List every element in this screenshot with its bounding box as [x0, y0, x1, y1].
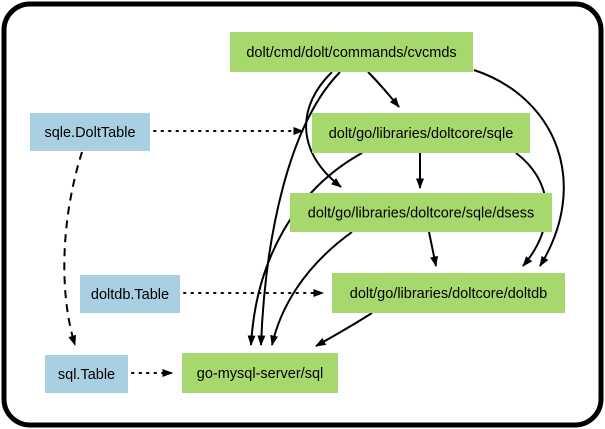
node-gms-box	[182, 353, 338, 393]
edge-dsess-doltdb	[428, 231, 439, 267]
edge-cvcmds-doltdb	[473, 69, 565, 267]
node-gms-label: go-mysql-server/sql	[197, 366, 324, 382]
node-cvcmds: dolt/cmd/dolt/commands/cvcmds	[230, 32, 473, 72]
node-cvcmds-label: dolt/cmd/dolt/commands/cvcmds	[246, 45, 456, 61]
edge-cvcmds-gms	[257, 71, 341, 346]
node-sqle-dolttable-label: sqle.DoltTable	[44, 125, 135, 141]
node-sql-table: sql.Table	[45, 355, 128, 393]
edge-cvcmds-sqle	[367, 71, 400, 108]
edge-sqle-gms	[247, 152, 363, 346]
node-dsess: dolt/go/libraries/doltcore/sqle/dsess	[290, 193, 552, 232]
edges: sql.Table (dashed) -->	[63, 69, 565, 377]
node-sql-table-box	[45, 355, 128, 393]
node-doltdb: dolt/go/libraries/doltcore/doltdb	[332, 273, 565, 313]
node-sqle: dolt/go/libraries/doltcore/sqle	[312, 113, 530, 153]
node-doltdb-label: dolt/go/libraries/doltcore/doltdb	[350, 286, 547, 302]
node-doltdb-table: doltdb.Table	[80, 275, 180, 313]
node-doltdb-table-label: doltdb.Table	[91, 287, 169, 303]
edge-cvcmds-dsess	[305, 71, 342, 188]
edge-doltdb-gms	[315, 312, 373, 347]
node-doltdb-box	[332, 273, 565, 313]
node-sql-table-label: sql.Table	[58, 367, 115, 383]
node-doltdb-table-box	[80, 275, 180, 313]
node-dsess-box	[290, 193, 552, 232]
edge-sqledolttable-sqltable	[63, 151, 83, 346]
node-sqle-label: dolt/go/libraries/doltcore/sqle	[329, 126, 514, 142]
node-gms: go-mysql-server/sql	[182, 353, 338, 393]
node-sqle-box	[312, 113, 530, 153]
edge-dsess-gms	[270, 231, 353, 346]
node-cvcmds-box	[230, 32, 473, 72]
nodes: dolt/cmd/dolt/commands/cvcmds dolt/go/li…	[30, 32, 565, 393]
node-dsess-label: dolt/go/libraries/doltcore/sqle/dsess	[308, 206, 534, 222]
node-sqle-dolttable-box	[30, 113, 150, 151]
node-sqle-dolttable: sqle.DoltTable	[30, 113, 150, 151]
